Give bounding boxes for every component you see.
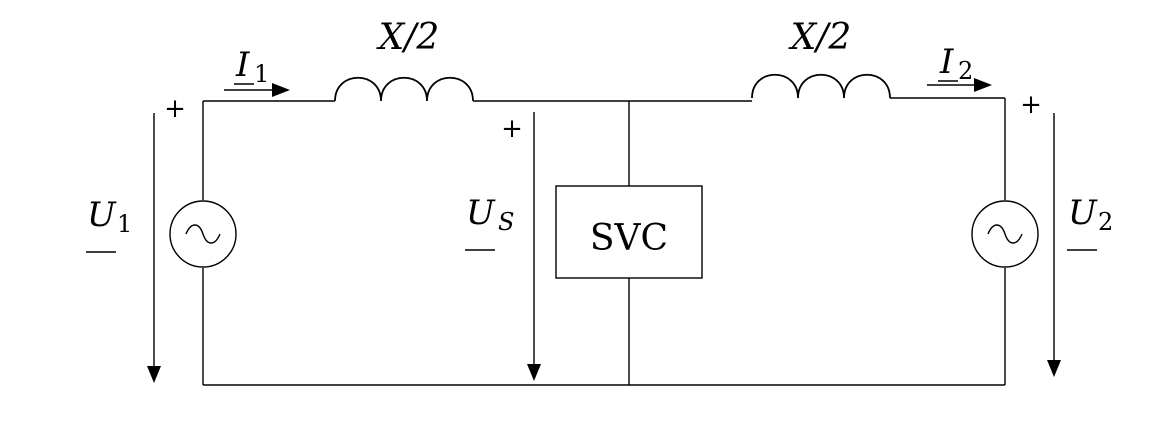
voltage-s-symbol: U bbox=[466, 193, 496, 233]
voltage-2-symbol: U bbox=[1068, 193, 1098, 233]
ac-source-right bbox=[971, 200, 1039, 268]
voltage-s-plus: + bbox=[501, 114, 523, 144]
sine-icon bbox=[987, 224, 1023, 244]
sine-icon bbox=[185, 224, 221, 244]
inductor-right-label: X/2 bbox=[788, 17, 852, 58]
svc-box bbox=[555, 185, 703, 279]
voltage-2-plus: + bbox=[1020, 90, 1042, 120]
arrow-down-icon bbox=[147, 366, 161, 383]
voltage-s-subscript: S bbox=[498, 208, 514, 236]
ac-source-right-circle bbox=[971, 200, 1039, 268]
voltage-1-indicator: + U 1 bbox=[86, 94, 186, 383]
current-1-symbol: I bbox=[235, 45, 250, 85]
ac-source-left bbox=[169, 200, 237, 268]
voltage-1-plus: + bbox=[164, 94, 186, 124]
current-2-symbol: I bbox=[939, 42, 954, 82]
svc-label: SVC bbox=[590, 218, 668, 259]
arrow-down-icon bbox=[1047, 360, 1061, 377]
inductor-left-label: X/2 bbox=[376, 17, 440, 58]
voltage-s-indicator: + U S bbox=[465, 112, 541, 381]
current-2-subscript: 2 bbox=[958, 57, 973, 85]
arrow-down-icon bbox=[527, 364, 541, 381]
ac-source-left-circle bbox=[169, 200, 237, 268]
current-1-subscript: 1 bbox=[254, 60, 269, 88]
voltage-1-symbol: U bbox=[87, 195, 117, 235]
voltage-2-indicator: + U 2 bbox=[1020, 90, 1113, 377]
inductor-right-coil bbox=[751, 74, 891, 99]
current-1-indicator: I 1 bbox=[224, 45, 290, 97]
voltage-1-subscript: 1 bbox=[117, 210, 132, 238]
voltage-2-subscript: 2 bbox=[1098, 208, 1113, 236]
arrow-right-icon bbox=[974, 78, 992, 92]
arrow-right-icon bbox=[272, 83, 290, 97]
inductor-left-coil bbox=[334, 77, 474, 102]
current-2-indicator: I 2 bbox=[927, 42, 992, 92]
